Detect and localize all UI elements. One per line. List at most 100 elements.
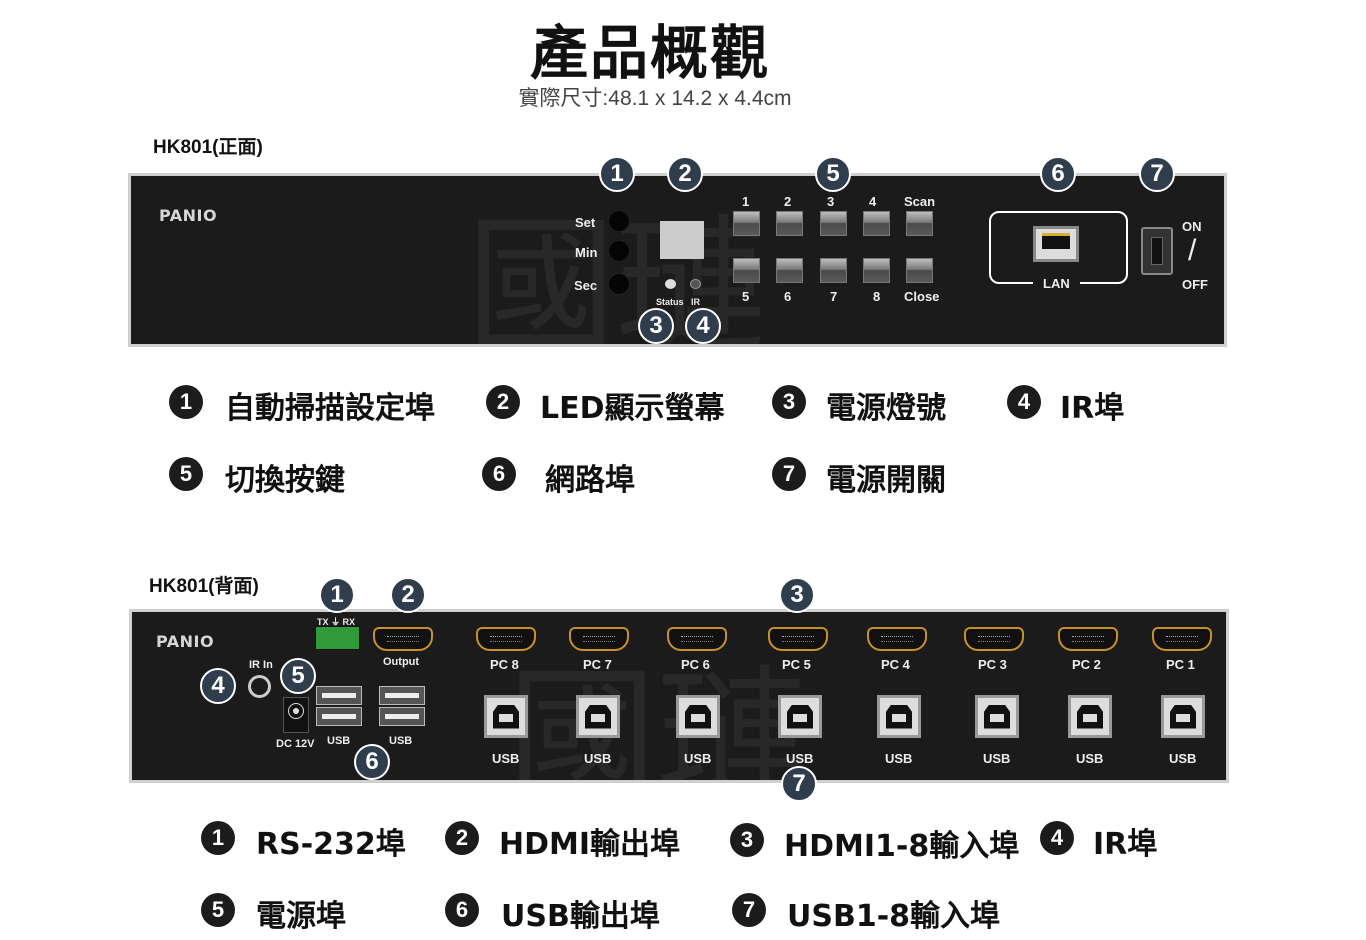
switch-key[interactable] (733, 211, 760, 236)
key-label: 6 (784, 289, 792, 304)
legend-text: HDMI1-8輸入埠 (784, 829, 1020, 864)
legend-number: 1 (201, 821, 235, 855)
off-label: OFF (1182, 277, 1208, 292)
back-callout-badge: 3 (779, 577, 815, 613)
key-label: 7 (830, 289, 838, 304)
pc-label: PC 5 (782, 657, 811, 672)
on-off-slash: / (1188, 234, 1197, 267)
usb-b-port (484, 695, 528, 738)
legend-text: 電源開關 (826, 463, 946, 498)
key-label: 3 (827, 194, 835, 209)
ir-in-label: IR In (249, 659, 273, 671)
legend-text: 電源埠 (256, 899, 346, 934)
lan-port (1033, 226, 1079, 262)
switch-key[interactable] (906, 258, 933, 283)
usb-b-port (1068, 695, 1112, 738)
legend-number: 2 (486, 385, 520, 419)
brand-logo: PANIO (156, 632, 215, 651)
legend-number: 5 (201, 893, 235, 927)
switch-key[interactable] (776, 211, 803, 236)
legend-number: 5 (169, 457, 203, 491)
switch-key[interactable] (733, 258, 760, 283)
usb-label: USB (1076, 751, 1104, 766)
legend-number: 2 (445, 821, 479, 855)
usb-label: USB (584, 751, 612, 766)
legend-text: IR埠 (1093, 827, 1158, 862)
hdmi-input-port (667, 627, 727, 651)
key-label: 2 (784, 194, 792, 209)
switch-key[interactable] (863, 211, 890, 236)
pc-label: PC 7 (583, 657, 612, 672)
front-callout-badge: 7 (1139, 156, 1175, 192)
hdmi-input-port (768, 627, 828, 651)
dc-power-jack (283, 697, 309, 733)
on-label: ON (1182, 219, 1202, 234)
legend-text: USB1-8輸入埠 (787, 899, 1001, 934)
pc-label: PC 6 (681, 657, 710, 672)
hdmi-input-port (867, 627, 927, 651)
usb-label: USB (1169, 751, 1197, 766)
usb-a-port (316, 686, 362, 705)
usb-out-label: USB (389, 735, 413, 747)
usb-b-socket (984, 704, 1010, 729)
dc-label: DC 12V (276, 738, 315, 750)
pc-label: PC 8 (490, 657, 519, 672)
legend-text: IR埠 (1060, 391, 1125, 426)
pc-label: PC 1 (1166, 657, 1195, 672)
back-callout-badge: 4 (200, 668, 236, 704)
pc-label: PC 2 (1072, 657, 1101, 672)
sec-label: Sec (574, 278, 598, 293)
legend-number: 4 (1040, 821, 1074, 855)
legend-number: 3 (772, 385, 806, 419)
legend-number: 7 (772, 457, 806, 491)
set-label: Set (575, 215, 596, 230)
key-label: Close (904, 289, 940, 304)
rs232-terminal (315, 626, 360, 650)
usb-label: USB (983, 751, 1011, 766)
usb-label: USB (492, 751, 520, 766)
hdmi-input-port (1152, 627, 1212, 651)
min-label: Min (575, 245, 598, 260)
front-callout-badge: 3 (638, 308, 674, 344)
switch-key[interactable] (820, 211, 847, 236)
back-callout-badge: 5 (280, 658, 316, 694)
usb-b-port (778, 695, 822, 738)
switch-key[interactable] (820, 258, 847, 283)
usb-b-socket (886, 704, 912, 729)
front-callout-badge: 6 (1040, 156, 1076, 192)
output-label: Output (383, 656, 420, 668)
usb-b-port (1161, 695, 1205, 738)
usb-b-socket (1170, 704, 1196, 729)
legend-text: LED顯示螢幕 (540, 391, 725, 426)
set-button[interactable] (608, 210, 630, 232)
legend-text: HDMI輸出埠 (499, 827, 681, 862)
usb-b-socket (787, 704, 813, 729)
usb-label: USB (885, 751, 913, 766)
usb-label: USB (786, 751, 814, 766)
usb-a-port (379, 686, 425, 705)
switch-key[interactable] (863, 258, 890, 283)
legend-number: 3 (730, 823, 764, 857)
legend-text: USB輸出埠 (501, 899, 660, 934)
pc-label: PC 4 (881, 657, 910, 672)
switch-key[interactable] (906, 211, 933, 236)
switch-key[interactable] (776, 258, 803, 283)
pc-label: PC 3 (978, 657, 1007, 672)
hdmi-input-port (1058, 627, 1118, 651)
front-heading: HK801(正面) (153, 137, 263, 158)
power-switch[interactable] (1141, 227, 1173, 275)
watermark: 國璉 (507, 652, 808, 783)
lan-label: LAN (1033, 276, 1080, 291)
usb-b-socket (585, 704, 611, 729)
legend-text: RS-232埠 (256, 827, 406, 862)
back-callout-badge: 2 (390, 577, 426, 613)
legend-number: 1 (169, 385, 203, 419)
min-button[interactable] (608, 240, 630, 262)
legend-number: 6 (445, 893, 479, 927)
legend-text: 電源燈號 (826, 391, 946, 426)
sec-button[interactable] (608, 273, 630, 295)
ir-sensor (690, 279, 701, 289)
key-label: 1 (742, 194, 750, 209)
hdmi-input-port (569, 627, 629, 651)
status-label: Status (656, 297, 684, 307)
